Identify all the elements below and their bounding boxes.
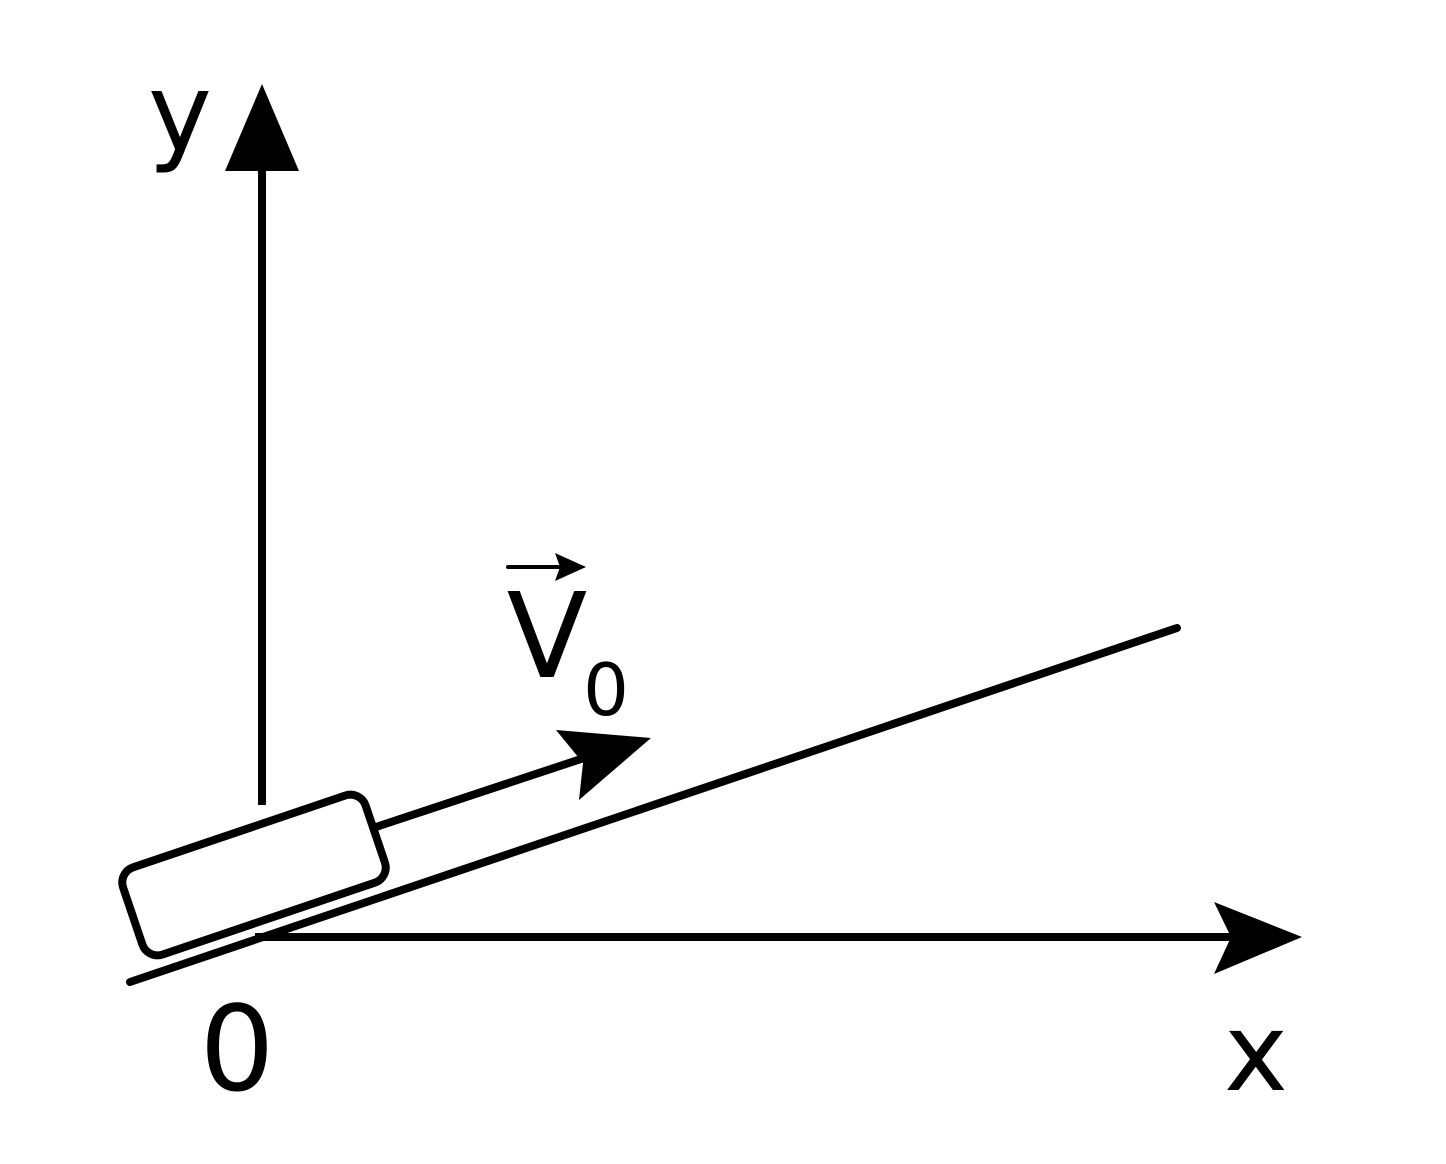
x-axis [255,902,1302,974]
inclined-plane [126,624,1181,986]
vector-arrow-over-v-head [555,553,586,581]
origin-label: 0 [199,980,274,1118]
velocity-vector [374,730,651,831]
velocity-vector-shaft [374,752,592,831]
velocity-symbol: V [507,567,588,705]
y-axis-arrowhead [225,84,299,171]
y-axis [225,84,299,805]
velocity-vector-arrowhead [556,730,651,800]
vector-arrow-over-v [506,553,586,581]
block [118,790,390,960]
x-axis-arrowhead [1214,902,1302,974]
y-axis-label: y [148,51,212,176]
velocity-subscript: 0 [583,648,629,732]
x-axis-label: x [1224,991,1288,1116]
